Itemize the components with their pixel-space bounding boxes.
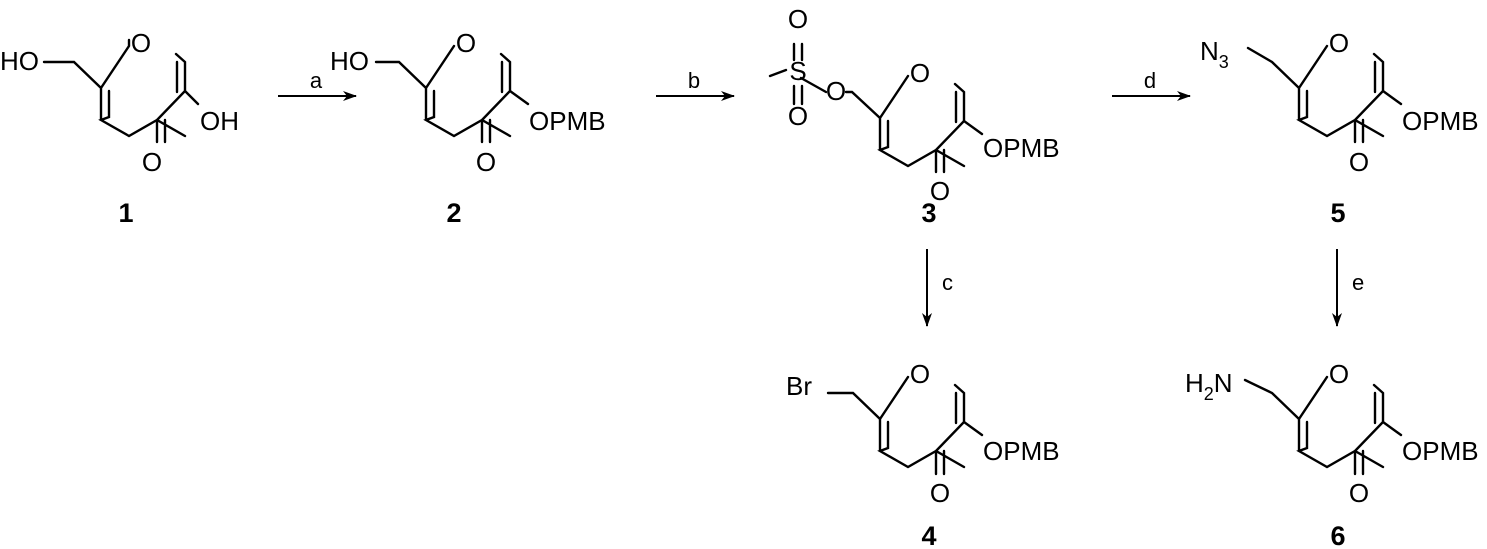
arrow-label: d <box>1144 68 1156 93</box>
arrow-a: a <box>278 68 357 101</box>
amine-label: H2N <box>1185 368 1233 404</box>
arrow-b: b <box>656 68 735 101</box>
hydroxymethyl-label: HO <box>330 46 369 76</box>
arrow-e: e <box>1332 249 1364 327</box>
arrow-c: c <box>922 249 953 327</box>
pmb-ether-label: OPMB <box>529 106 606 136</box>
sulfonyl-oxygen-bottom: O <box>788 101 808 131</box>
pmb-ether-label: OPMB <box>983 133 1060 163</box>
ring-oxygen: O <box>910 359 930 389</box>
sulfonyl-oxygen-top: O <box>788 4 808 34</box>
arrow-label: e <box>1352 270 1364 295</box>
arrow-label: b <box>688 68 700 93</box>
ring-oxygen: O <box>1329 28 1349 58</box>
compound-number: 5 <box>1330 198 1345 228</box>
carbonyl-oxygen: O <box>930 478 950 508</box>
arrow-label: c <box>942 270 953 295</box>
compound-number: 4 <box>921 521 936 549</box>
amine-subscript: 2 <box>1204 384 1214 404</box>
carbonyl-oxygen: O <box>1349 147 1369 177</box>
compound-number: 2 <box>446 198 461 228</box>
pmb-ether-label: OPMB <box>983 436 1060 466</box>
azide-label: N3 <box>1200 36 1229 72</box>
carbonyl-oxygen: O <box>930 176 950 206</box>
amine-h: H <box>1185 368 1204 398</box>
ring-oxygen: O <box>1329 359 1349 389</box>
amine-n: N <box>1214 368 1233 398</box>
compound-number: 3 <box>921 198 936 228</box>
sulfur-label: S <box>789 56 806 86</box>
ring-oxygen: O <box>456 28 476 58</box>
carbonyl-oxygen: O <box>142 147 162 177</box>
compound-5: O N3 OPMB O 5 <box>1200 28 1479 228</box>
compound-1: O HO OH O 1 <box>0 28 239 228</box>
arrow-label: a <box>310 68 323 93</box>
carbonyl-oxygen: O <box>476 147 496 177</box>
bromomethyl-label: Br <box>786 371 812 401</box>
compound-6: O H2N OPMB O 6 <box>1185 359 1479 549</box>
pmb-ether-label: OPMB <box>1402 436 1479 466</box>
compound-number: 1 <box>118 198 133 228</box>
compound-2: O HO OPMB O 2 <box>330 28 606 228</box>
compound-3: O S O O O OPMB O 3 <box>768 4 1060 228</box>
azide-subscript: 3 <box>1219 52 1229 72</box>
ring-oxygen: O <box>131 28 151 58</box>
mesylate-oxygen: O <box>826 76 846 106</box>
hydroxymethyl-label: HO <box>0 46 39 76</box>
compound-number: 6 <box>1330 521 1345 549</box>
arrow-d: d <box>1112 68 1191 101</box>
pmb-ether-label: OPMB <box>1402 106 1479 136</box>
compound-4: O Br OPMB O 4 <box>786 359 1060 549</box>
carbonyl-oxygen: O <box>1349 478 1369 508</box>
ring-oxygen: O <box>910 58 930 88</box>
azide-n: N <box>1200 36 1219 66</box>
hydroxy-label: OH <box>200 106 239 136</box>
